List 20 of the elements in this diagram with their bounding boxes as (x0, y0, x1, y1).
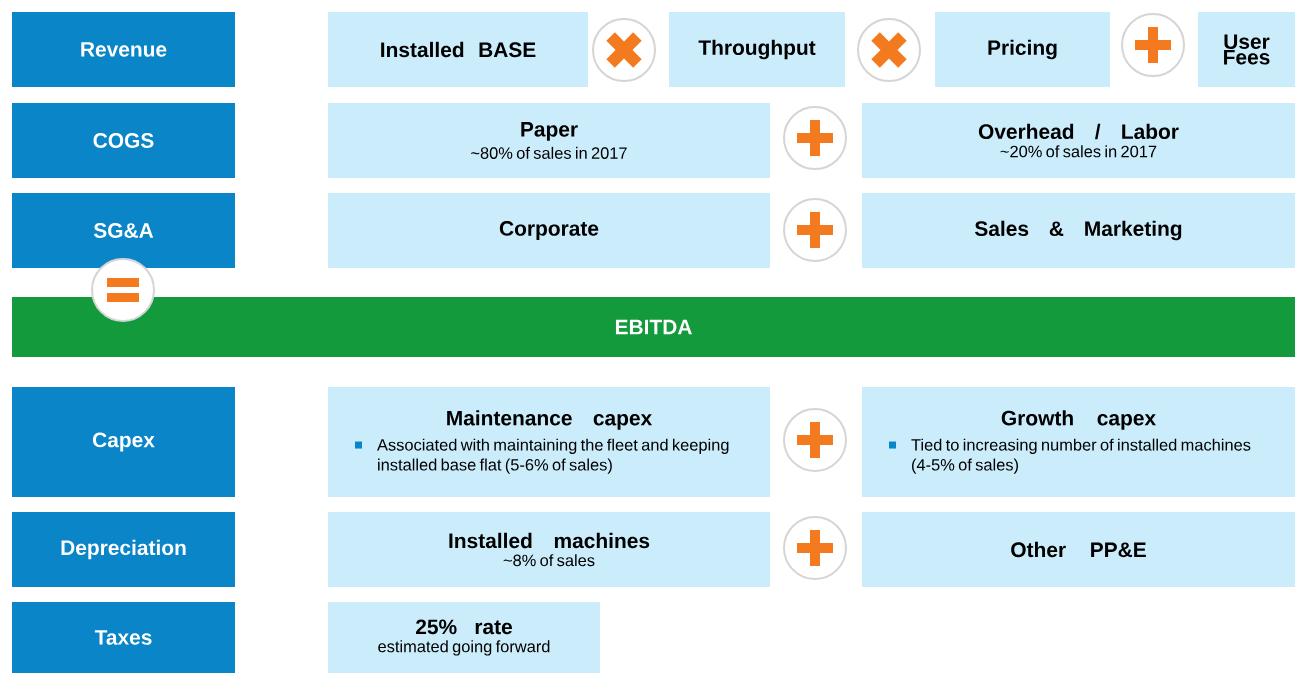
component-box: Sales & Marketing (862, 193, 1295, 268)
category-box: Taxes (12, 602, 235, 673)
component-box: Throughput (669, 12, 845, 87)
component-box: User Fees (1198, 12, 1295, 87)
category-box: Capex (12, 387, 235, 497)
component-box: 25% rate estimated going forward (328, 602, 600, 673)
component-box: Overhead / Labor ~20% of sales in 2017 (862, 103, 1295, 178)
component-box: Other PP&E (862, 512, 1295, 587)
component-box: Installed BASE (328, 12, 588, 87)
component-box: Corporate (328, 193, 770, 268)
component-box: Paper ~80% of sales in 2017 (328, 103, 770, 178)
category-box: SG&A (12, 193, 235, 268)
component-box: Maintenance capex Associated with maintaining the fleet and keeping installed base flat (5-6% of sales) (328, 387, 770, 497)
component-box: Installed machines ~8% of sales (328, 512, 770, 587)
category-box: Revenue (12, 12, 235, 87)
component-box: Pricing (935, 12, 1110, 87)
result-band: EBITDA (12, 297, 1295, 357)
category-box: COGS (12, 103, 235, 178)
category-box: Depreciation (12, 512, 235, 587)
component-box: Growth capex Tied to increasing number of installed machines (4-5% of sales) (862, 387, 1295, 497)
